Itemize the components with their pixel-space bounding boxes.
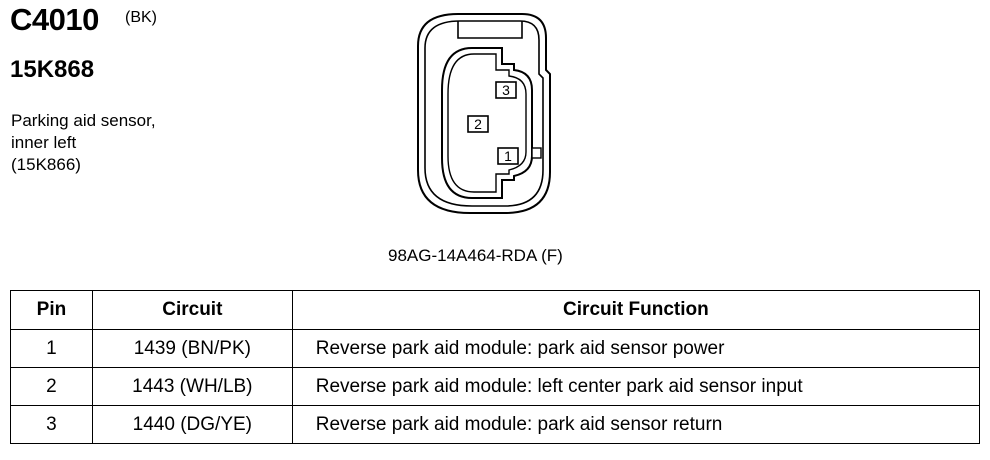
description-line: Parking aid sensor, <box>11 111 156 130</box>
part-number: 15K868 <box>10 56 95 83</box>
header-circuit-function: Circuit Function <box>291 290 981 330</box>
color-code: (BK) <box>125 9 157 26</box>
connector-housing-inner-rim <box>424 20 544 207</box>
connector-housing-outer <box>417 13 551 214</box>
table-row: 2 1443 (WH/LB) Reverse park aid module: … <box>10 367 981 406</box>
pin-3-terminal <box>495 81 517 99</box>
pinout-table: Pin Circuit Circuit Function 1 1439 (BN/… <box>10 290 981 444</box>
pin-cell: 1 <box>10 329 93 368</box>
pin-3-label: 3 <box>502 82 510 98</box>
header-pin: Pin <box>10 290 93 330</box>
circuit-cell: 1439 (BN/PK) <box>91 329 293 368</box>
connector-id: C4010 <box>10 2 99 37</box>
description-line: (15K866) <box>11 155 81 174</box>
connector-latch <box>457 21 523 39</box>
pin-2-label: 2 <box>474 116 482 132</box>
table-row: 1 1439 (BN/PK) Reverse park aid module: … <box>10 329 981 368</box>
component-description: Parking aid sensor, inner left (15K866) <box>11 110 156 176</box>
connector-face-diagram: 3 2 1 <box>417 13 551 214</box>
connector-code: 98AG-14A464-RDA (F) <box>388 246 563 265</box>
description-line: inner left <box>11 133 77 152</box>
function-cell: Reverse park aid module: left center par… <box>291 367 981 406</box>
table-row: 3 1440 (DG/YE) Reverse park aid module: … <box>10 405 981 444</box>
pin-1-terminal <box>497 147 519 165</box>
pin-2-terminal <box>467 115 489 133</box>
circuit-cell: 1443 (WH/LB) <box>91 367 293 406</box>
pin-cell: 2 <box>10 367 93 406</box>
pin-1-label: 1 <box>504 148 512 164</box>
table-header-row: Pin Circuit Circuit Function <box>10 290 981 330</box>
circuit-cell: 1440 (DG/YE) <box>91 405 293 444</box>
function-cell: Reverse park aid module: park aid sensor… <box>291 329 981 368</box>
connector-inner-cavity-rim <box>447 53 527 193</box>
header-circuit: Circuit <box>91 290 293 330</box>
connector-inner-cavity <box>441 47 533 199</box>
pin-cell: 3 <box>10 405 93 444</box>
connector-key <box>531 147 542 159</box>
function-cell: Reverse park aid module: park aid sensor… <box>291 405 981 444</box>
